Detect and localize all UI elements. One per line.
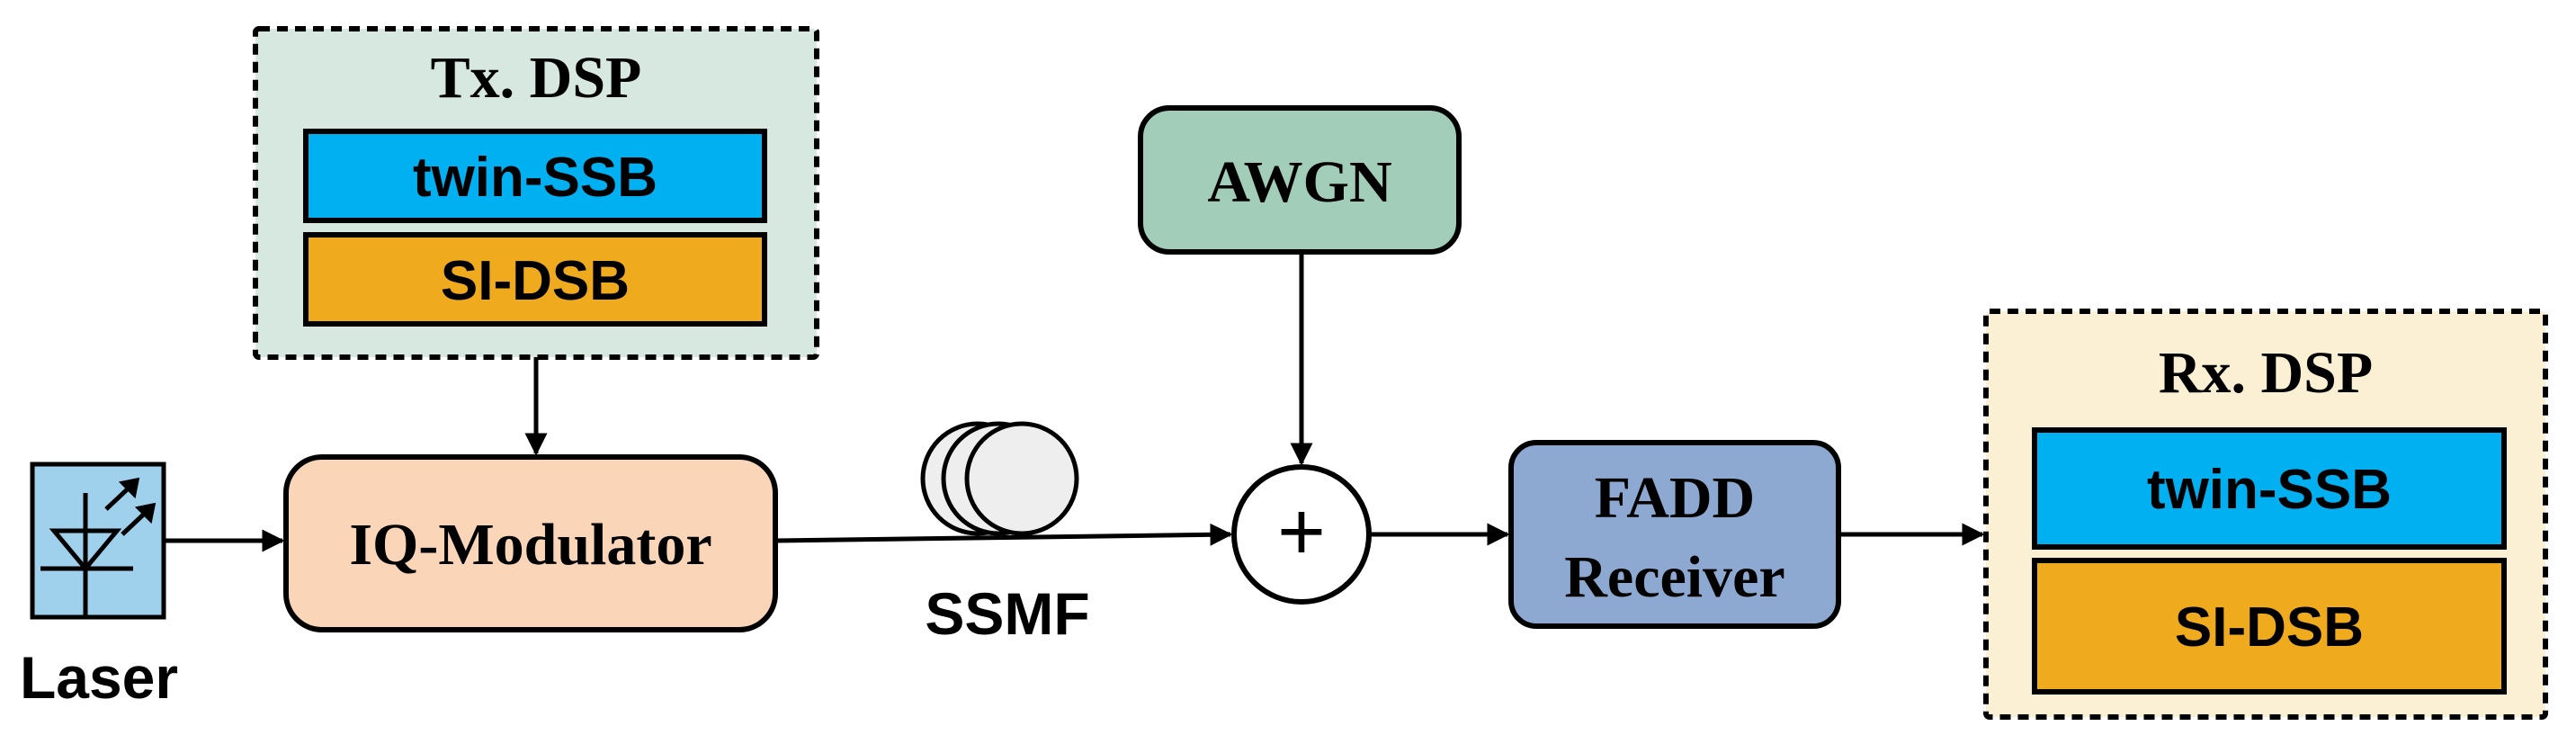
laser-block: Laser (20, 462, 178, 711)
rx-si-dsb-label: SI-DSB (2175, 596, 2364, 659)
arrow-iq-to-adder (774, 523, 1233, 546)
rx-si-dsb-box (2032, 558, 2507, 695)
laser-label: Laser (20, 644, 178, 711)
tx-si-dsb-label: SI-DSB (441, 250, 630, 312)
iq-modulator-block: IQ-Modulator (283, 454, 778, 632)
tx-twin-ssb-box (303, 129, 767, 223)
tx-si-dsb-box (303, 232, 767, 327)
laser-diode-icon (40, 477, 157, 617)
fiber-spool-icon (920, 421, 1079, 536)
fadd-receiver-block: FADD Receiver (1508, 440, 1841, 629)
tx-twin-ssb-label: twin-SSB (413, 147, 657, 209)
awgn-label: AWGN (1207, 149, 1391, 215)
rx-twin-ssb-box (2032, 427, 2507, 550)
receiver-label: Receiver (1564, 544, 1784, 610)
awgn-block: AWGN (1138, 105, 1462, 255)
adder-symbol: + (1277, 486, 1326, 578)
summing-junction-icon: + (1231, 464, 1372, 605)
ssmf-label: SSMF (925, 580, 1089, 647)
rx-dsp-title: Rx. DSP (2159, 340, 2373, 406)
rx-dsp-block: Rx. DSP twin-SSB SI-DSB (1983, 309, 2548, 720)
rx-twin-ssb-label: twin-SSB (2147, 459, 2392, 521)
fadd-label: FADD (1595, 465, 1755, 531)
tx-dsp-title: Tx. DSP (431, 45, 642, 111)
iq-modulator-label: IQ-Modulator (349, 512, 711, 578)
connectors (164, 252, 1985, 552)
tx-dsp-block: Tx. DSP twin-SSB SI-DSB (253, 26, 819, 360)
